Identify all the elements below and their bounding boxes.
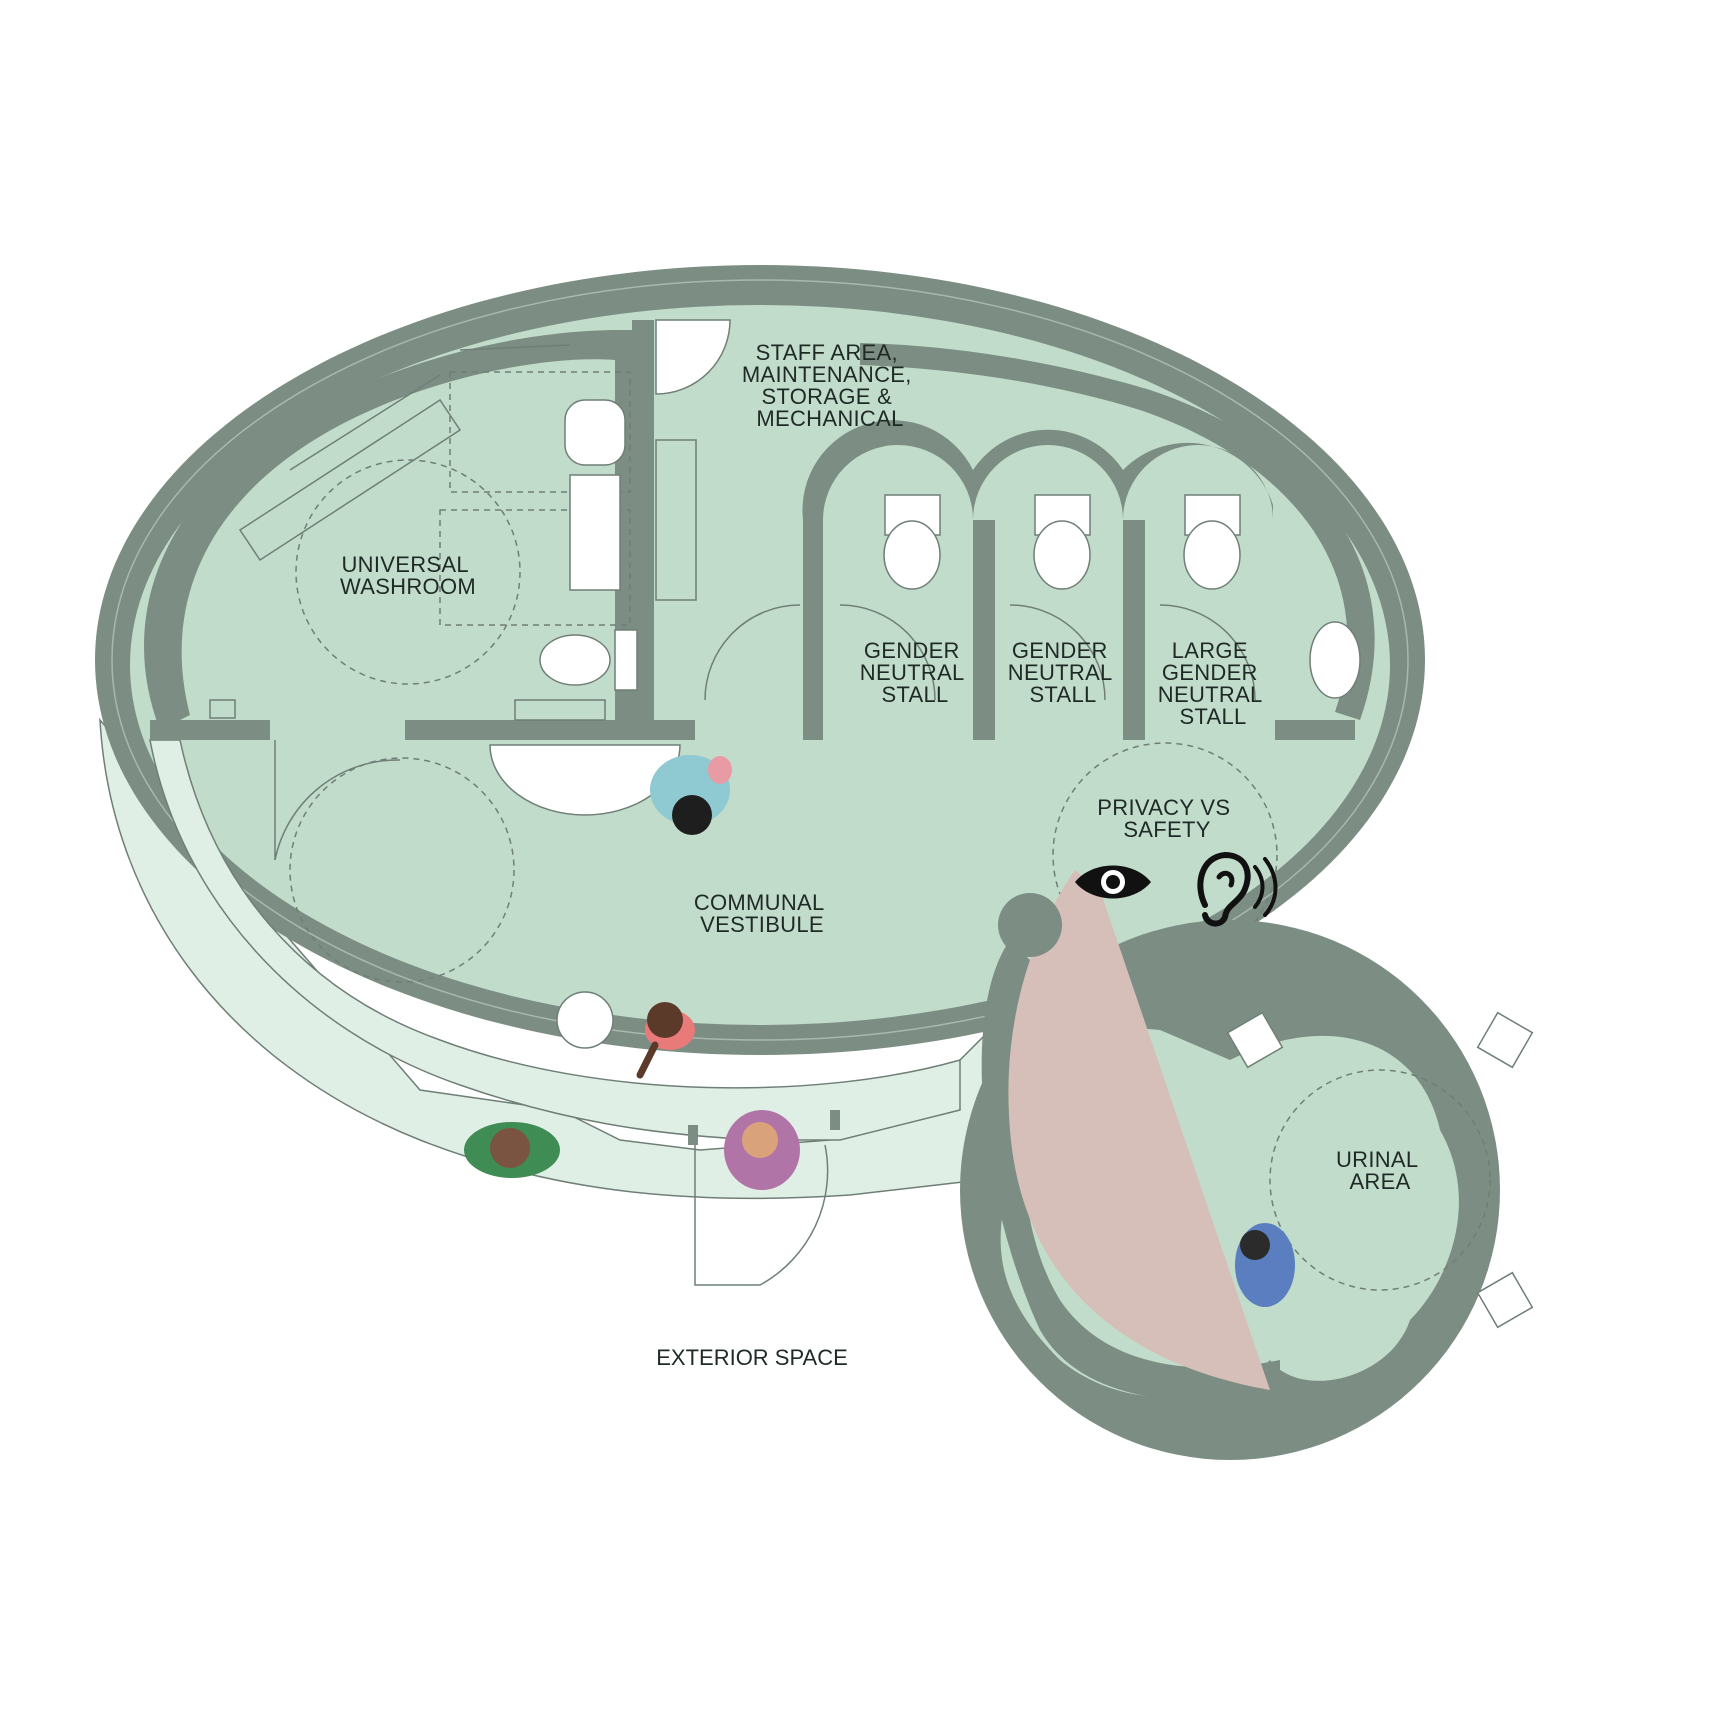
urinal-pillar [998,893,1062,957]
eye-icon [1075,865,1151,899]
stall-doors [704,604,1256,701]
label-stall-1: GENDER NEUTRAL STALL [860,638,970,707]
person-urinal [1235,1223,1295,1307]
main-entrance [688,1110,840,1286]
mech-panel [655,439,697,601]
label-exterior-space: EXTERIOR SPACE [656,1345,848,1370]
urinal-pod-opening [981,940,1280,1402]
stall-wall-2 [1123,520,1145,740]
main-wall-line [111,279,1409,1041]
person-vestibule [636,1002,695,1079]
urinal-circle [1269,1069,1491,1291]
entry-band [149,739,961,1141]
label-stall-3: LARGE GENDER NEUTRAL STALL [1158,638,1268,729]
label-staff-area: STAFF AREA, MAINTENANCE, STORAGE & MECHA… [742,340,918,431]
label-privacy: PRIVACY VS SAFETY [1097,795,1236,842]
person-sink [650,755,732,835]
stall-interior-3 [1145,461,1273,740]
sightline-cone [1008,870,1270,1390]
privacy-circle [1052,742,1278,968]
ear-sound-icon [1197,851,1278,927]
label-urinal-area: URINAL AREA [1336,1147,1424,1194]
entry-door-swing [274,759,401,861]
stall-toilets [883,494,1361,699]
stall-interior-2 [995,461,1123,740]
back-wall-right [860,343,1375,720]
person-entrance [724,1110,800,1190]
stall-wall-right [1275,720,1355,740]
label-stall-2: GENDER NEUTRAL STALL [1008,638,1118,707]
turning-circle [289,757,515,983]
floor-drain [556,991,614,1049]
washroom-fixtures [209,344,638,721]
person-exterior [464,1122,560,1178]
label-universal-washroom: UNIVERSAL WASHROOM [340,552,476,599]
stall-arches [802,420,1273,740]
washroom-wall-bottom-right [405,720,695,740]
washroom-wall-bottom-left [150,720,270,740]
stall-divider-1 [973,520,995,740]
urinals [1226,1011,1534,1329]
label-vestibule: COMMUNAL VESTIBULE [694,890,830,937]
staff-door [655,319,731,395]
